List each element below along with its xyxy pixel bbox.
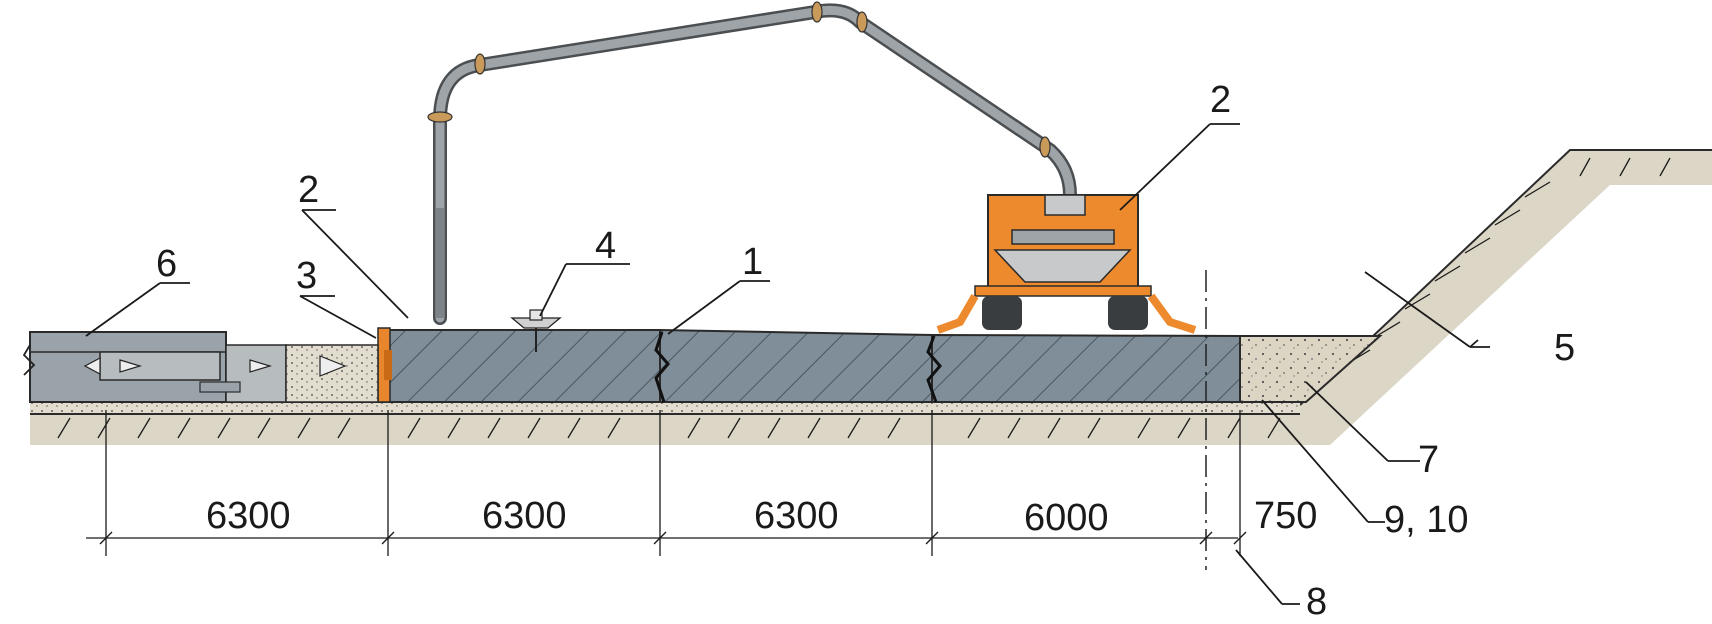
end-form: [377, 327, 392, 403]
callout-9-10: 9, 10: [1384, 499, 1469, 541]
callout-5: 5: [1554, 327, 1575, 369]
dimension-lines: [86, 410, 1247, 556]
concrete-pump-boom: [427, 1, 1077, 325]
callout-8: 8: [1306, 581, 1327, 623]
leader-lines: [85, 123, 1490, 605]
callout-7: 7: [1418, 439, 1439, 481]
callout-3: 3: [296, 255, 317, 297]
callout-6: 6: [156, 243, 177, 285]
dimension-5: 750: [1254, 495, 1317, 537]
existing-pavement: [22, 331, 379, 403]
dimension-3: 6300: [754, 495, 839, 537]
anchor-bolt: [510, 309, 562, 352]
dimension-2: 6300: [482, 495, 567, 537]
concrete-slabs: [387, 328, 1241, 403]
callout-2-left: 2: [298, 169, 319, 211]
callout-2-right: 2: [1210, 79, 1231, 121]
paver-machine: [936, 194, 1197, 334]
callout-4: 4: [595, 225, 616, 267]
dimension-1: 6300: [206, 495, 291, 537]
dimension-4: 6000: [1024, 497, 1109, 539]
ground: [30, 149, 1712, 445]
callout-1: 1: [742, 241, 763, 283]
base-layer: [30, 402, 1300, 414]
